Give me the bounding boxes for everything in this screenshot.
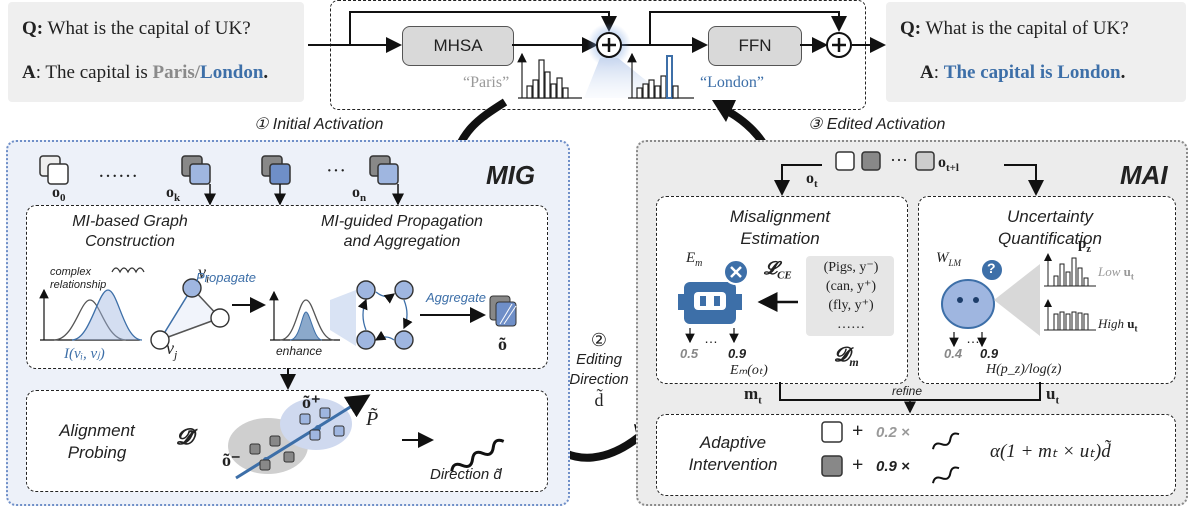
enhance-label: enhance [276,344,323,358]
mig-ok: ok [166,184,181,205]
vj-label: vj [166,338,178,362]
llama-dots: … [966,330,980,346]
mig-on: on [352,184,367,205]
step2-label: ② Editing Direction d̃ [569,330,629,410]
entropy-label: H(p_z)/log(z) [986,362,1062,377]
refine-label: refine [892,384,923,398]
mai-ot: ot [806,170,818,191]
high-ut: High ut [1098,316,1138,334]
ptilde-label: P̃ [366,408,379,430]
em-label: Em [686,250,703,269]
right-question: Q: What is the capital of UK? [900,18,1129,39]
val-09b: 0.9 [980,346,999,361]
lce-label: 𝓛CE [764,258,792,282]
mig-dots2: ··· [326,160,346,182]
pz-label: pz [1078,236,1091,255]
step1-label: ① Initial Activation [254,116,384,133]
val-05: 0.5 [680,346,699,361]
left-question: Q: What is the capital of UK? [22,18,251,39]
adaptive-intervention-box [656,414,1176,496]
plus2: + [852,454,864,476]
mai-title: MAI [1120,160,1168,190]
plus1: + [852,420,864,442]
step3-label: ③ Edited Activation [808,116,946,133]
mai-otl: ot+l [938,154,959,175]
oplus-label: õ⁺ [302,392,321,412]
otilde-label: õ [498,334,507,354]
propagate-label: Propagate [196,270,256,285]
left-qa-box [8,2,304,102]
em-ot-label: Eₘ(oₜ) [730,363,768,378]
coef-02: 0.2 × [876,424,910,441]
mt-label: mt [744,384,762,407]
london-histogram [627,52,694,99]
direction-label: Direction d̃ [430,466,502,483]
robot-dots: … [704,330,718,346]
mai-dots: ··· [890,150,908,170]
right-qa-box [886,2,1186,102]
mig-dots1: …… [98,160,138,182]
intervention-formula: α(1 + mₜ × uₜ)d̃ [990,441,1111,462]
aggregate-label: Aggregate [426,290,486,305]
coef-09: 0.9 × [876,458,910,475]
ominus-label: õ⁻ [222,450,241,470]
paris-histogram [517,52,582,99]
mig-o0: o0 [52,184,66,205]
right-answer: A: The capital is London. [920,62,1126,83]
paris-label: “Paris” [463,74,510,91]
val-04: 0.4 [944,346,963,361]
low-ut: Low ut [1098,264,1134,282]
d-cal-label: 𝓓̃ [176,424,193,449]
london-label: “London” [700,74,764,91]
mhsa-box: MHSA [402,26,514,66]
dm-label: 𝓓m [834,344,859,369]
vi-label: vi [198,262,210,286]
ut-label: ut [1046,384,1060,407]
wlm-label: WLM [936,250,962,268]
mig-title: MIG [486,160,536,190]
llama-q: ? [987,260,996,276]
val-09a: 0.9 [728,346,747,361]
dataset-pairs: (Pigs, y⁻)(can, y⁺)(fly, y⁺)…… [823,260,879,332]
mi-formula: I(vᵢ, vⱼ) [64,346,105,362]
left-answer: A: The capital is Paris/London. [22,62,269,83]
